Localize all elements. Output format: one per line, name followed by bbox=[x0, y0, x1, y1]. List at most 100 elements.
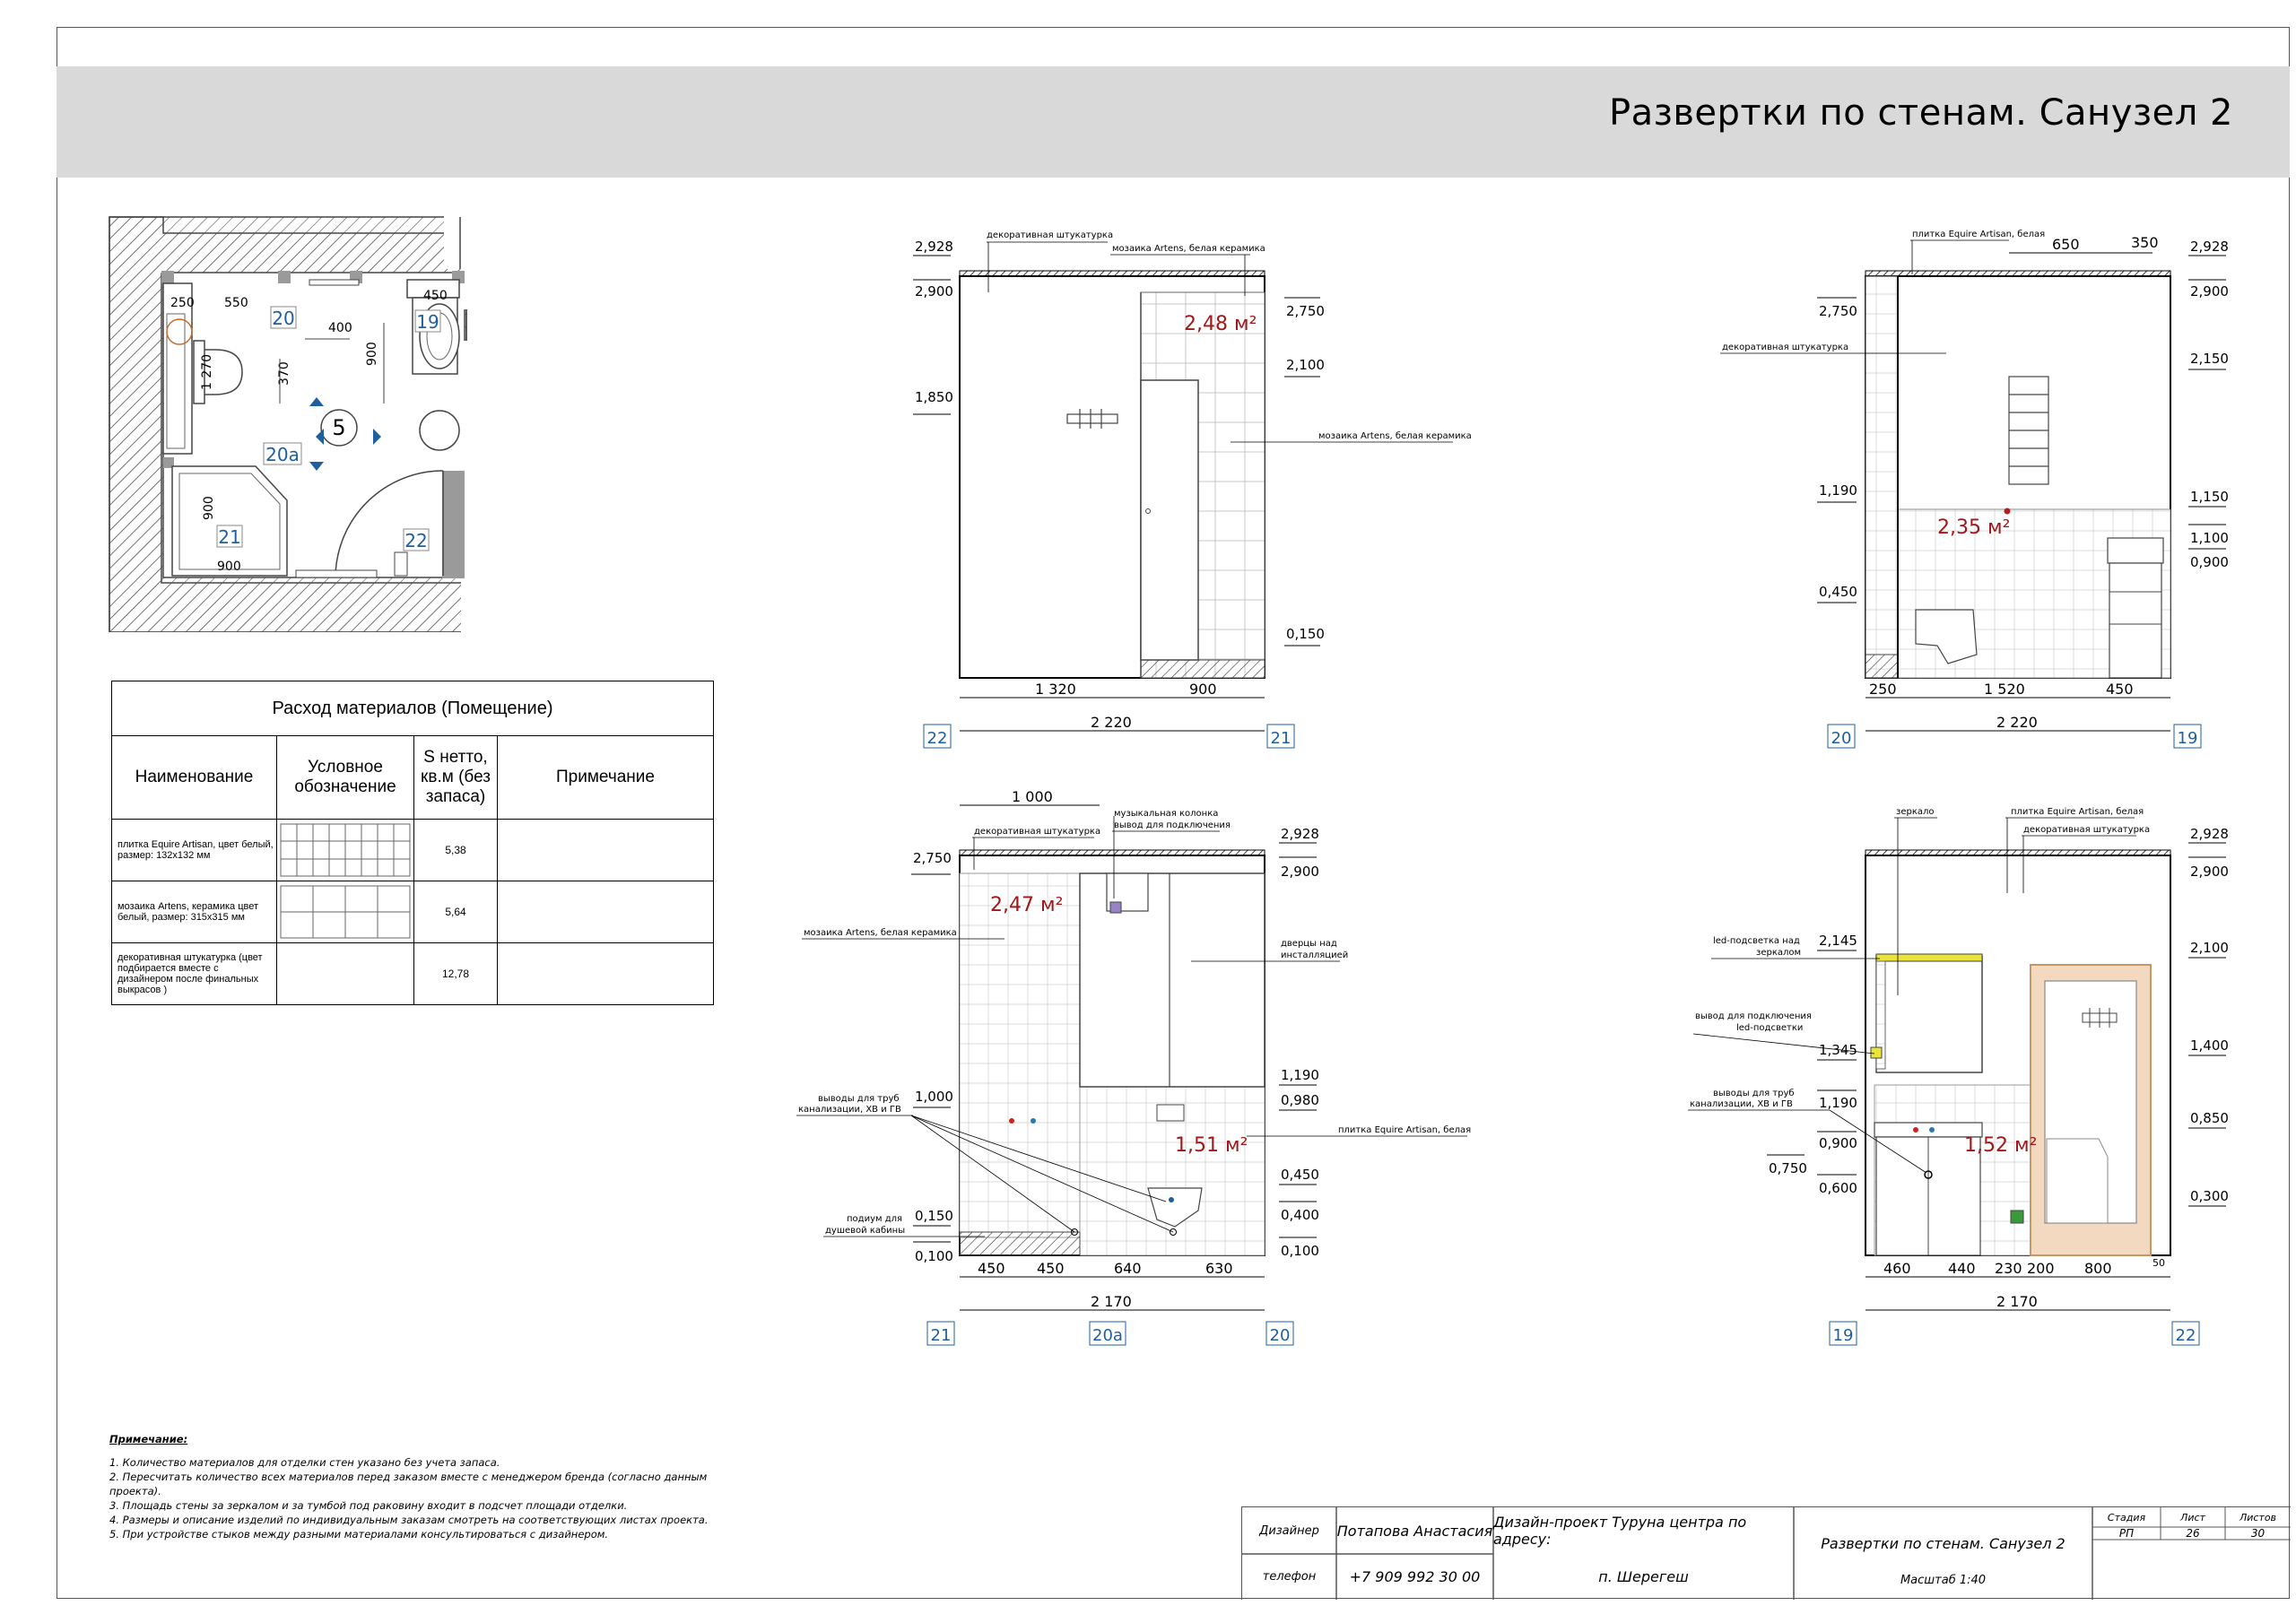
tag-e3-left: 21 bbox=[931, 1326, 952, 1345]
svg-text:2 220: 2 220 bbox=[1091, 714, 1132, 731]
svg-text:50: 50 bbox=[2152, 1257, 2165, 1269]
svg-text:1,850: 1,850 bbox=[915, 389, 953, 405]
svg-text:душевой кабины: душевой кабины bbox=[825, 1226, 905, 1236]
svg-text:900: 900 bbox=[365, 342, 379, 366]
svg-text:900: 900 bbox=[1189, 681, 1217, 698]
svg-text:2,928: 2,928 bbox=[2190, 239, 2229, 255]
tag-e2-right: 19 bbox=[2178, 729, 2198, 748]
svg-text:2,750: 2,750 bbox=[913, 850, 952, 866]
svg-text:630: 630 bbox=[1205, 1260, 1233, 1277]
svg-text:1,345: 1,345 bbox=[1819, 1042, 1857, 1058]
svg-text:2 220: 2 220 bbox=[1996, 714, 2038, 731]
plan-tag-21: 21 bbox=[216, 525, 243, 548]
svg-text:800: 800 bbox=[2084, 1260, 2112, 1277]
elevation-19-22: 1,52 м² зеркало плитка Equire Artisan, б… bbox=[1688, 807, 2229, 1346]
svg-text:1 270: 1 270 bbox=[200, 354, 214, 390]
svg-text:20а: 20а bbox=[265, 444, 300, 465]
svg-text:200: 200 bbox=[2027, 1260, 2055, 1277]
material-swatch-tile bbox=[276, 819, 414, 881]
material-area: 5,38 bbox=[413, 819, 498, 881]
svg-text:250: 250 bbox=[1869, 681, 1897, 698]
materials-table-title: Расход материалов (Помещение) bbox=[111, 681, 714, 736]
svg-text:0,980: 0,980 bbox=[1281, 1092, 1319, 1108]
material-name: плитка Equire Artisan, цвет белый, разме… bbox=[111, 819, 277, 881]
svg-text:2,900: 2,900 bbox=[1281, 864, 1319, 880]
material-name: декоративная штукатурка (цвет подбираетс… bbox=[111, 942, 277, 1005]
stage-value: РП bbox=[2118, 1527, 2135, 1540]
stage-label: Стадия bbox=[2107, 1511, 2146, 1523]
svg-text:дверцы над: дверцы над bbox=[1281, 939, 1337, 949]
svg-text:450: 450 bbox=[423, 289, 448, 303]
material-note bbox=[497, 819, 714, 881]
svg-text:0,450: 0,450 bbox=[1281, 1167, 1319, 1183]
svg-text:2,900: 2,900 bbox=[915, 283, 953, 299]
svg-text:2,100: 2,100 bbox=[1286, 357, 1325, 373]
wall-elevations: 2,48 м² декоративная штукатурка мозаика … bbox=[796, 230, 2229, 1346]
svg-text:0,450: 0,450 bbox=[1819, 584, 1857, 600]
elevation-22-21: 2,48 м² декоративная штукатурка мозаика … bbox=[913, 230, 1472, 749]
note-item: проекта). bbox=[109, 1485, 161, 1497]
svg-text:0,150: 0,150 bbox=[915, 1208, 953, 1224]
tag-e1-left: 22 bbox=[927, 729, 948, 748]
plan-tag-22: 22 bbox=[403, 528, 430, 551]
svg-text:2,145: 2,145 bbox=[1819, 933, 1857, 949]
svg-text:20: 20 bbox=[272, 308, 294, 329]
area-e3-upper: 2,47 м² bbox=[990, 894, 1063, 916]
svg-text:230: 230 bbox=[1995, 1260, 2022, 1277]
svg-text:1,190: 1,190 bbox=[1281, 1067, 1319, 1083]
svg-text:450: 450 bbox=[2106, 681, 2134, 698]
svg-text:плитка Equire Artisan, белая: плитка Equire Artisan, белая bbox=[1338, 1125, 1471, 1135]
svg-text:0,300: 0,300 bbox=[2190, 1188, 2229, 1204]
arrow-left-icon bbox=[316, 429, 324, 445]
material-swatch-plaster bbox=[276, 942, 414, 1005]
tag-e3-mid: 20а bbox=[1092, 1326, 1123, 1345]
phone-number: +7 909 992 30 00 bbox=[1349, 1568, 1481, 1585]
svg-text:650: 650 bbox=[2052, 236, 2080, 253]
tag-e1-right: 21 bbox=[1271, 729, 1292, 748]
svg-text:450: 450 bbox=[1037, 1260, 1065, 1277]
note-item: 5. При устройстве стыков между разными м… bbox=[109, 1528, 609, 1541]
svg-text:1,150: 1,150 bbox=[2190, 489, 2229, 505]
material-note bbox=[497, 942, 714, 1005]
svg-text:вывод для подключения: вывод для подключения bbox=[1695, 1011, 1812, 1021]
note-item: 3. Площадь стены за зеркалом и за тумбой… bbox=[109, 1499, 628, 1512]
sheets-label: Листов bbox=[2239, 1511, 2277, 1523]
svg-text:2,900: 2,900 bbox=[2190, 283, 2229, 299]
sheet-label: Лист bbox=[2180, 1511, 2205, 1523]
svg-text:2,928: 2,928 bbox=[2190, 826, 2229, 842]
svg-text:инсталляцией: инсталляцией bbox=[1281, 950, 1348, 960]
svg-text:декоративная штукатурка: декоративная штукатурка bbox=[987, 230, 1113, 240]
svg-text:декоративная штукатурка: декоративная штукатурка bbox=[974, 827, 1100, 837]
svg-text:2,750: 2,750 bbox=[1286, 303, 1325, 319]
svg-text:1,400: 1,400 bbox=[2190, 1037, 2229, 1054]
svg-text:1 000: 1 000 bbox=[1012, 788, 1053, 805]
svg-text:декоративная штукатурка: декоративная штукатурка bbox=[1722, 343, 1848, 352]
material-swatch-mosaic bbox=[276, 881, 414, 943]
svg-text:1,000: 1,000 bbox=[915, 1089, 953, 1105]
svg-text:1,100: 1,100 bbox=[2190, 530, 2229, 546]
svg-text:0,850: 0,850 bbox=[2190, 1110, 2229, 1126]
svg-text:зеркалом: зеркалом bbox=[1756, 948, 1801, 958]
plan-dimensions: 250 550 450 400 1 270 370 900 900 900 bbox=[170, 289, 448, 574]
sheets-total: 30 bbox=[2250, 1527, 2266, 1540]
sheet-title: Развертки по стенам. Санузел 2 bbox=[1608, 92, 2233, 134]
svg-text:канализации, ХВ и ГВ: канализации, ХВ и ГВ bbox=[798, 1105, 901, 1115]
phone-label: телефон bbox=[1262, 1570, 1317, 1584]
title-block-grid bbox=[1242, 1507, 2291, 1600]
plan-tag-19: 19 bbox=[414, 309, 441, 333]
svg-text:2,928: 2,928 bbox=[1281, 826, 1319, 842]
elevation-20-19: 2,35 м² плитка Equire Artisan, белая дек… bbox=[1720, 230, 2229, 749]
materials-table: Расход материалов (Помещение) Наименован… bbox=[111, 681, 714, 1005]
area-e2: 2,35 м² bbox=[1937, 516, 2010, 539]
table-row: декоративная штукатурка (цвет подбираетс… bbox=[111, 942, 714, 1005]
designer-name: Потапова Анастасия bbox=[1336, 1522, 1493, 1540]
sheet-number: 26 bbox=[2186, 1527, 2200, 1540]
svg-text:350: 350 bbox=[2131, 234, 2159, 251]
notes-block: Примечание: 1. Количество материалов для… bbox=[109, 1432, 709, 1541]
svg-text:1,190: 1,190 bbox=[1819, 1095, 1857, 1111]
arrow-right-icon bbox=[373, 429, 381, 445]
table-row: плитка Equire Artisan, цвет белый, разме… bbox=[111, 819, 714, 881]
designer-label: Дизайнер bbox=[1259, 1523, 1319, 1538]
svg-text:0,100: 0,100 bbox=[1281, 1243, 1319, 1259]
svg-text:250: 250 bbox=[170, 296, 195, 310]
